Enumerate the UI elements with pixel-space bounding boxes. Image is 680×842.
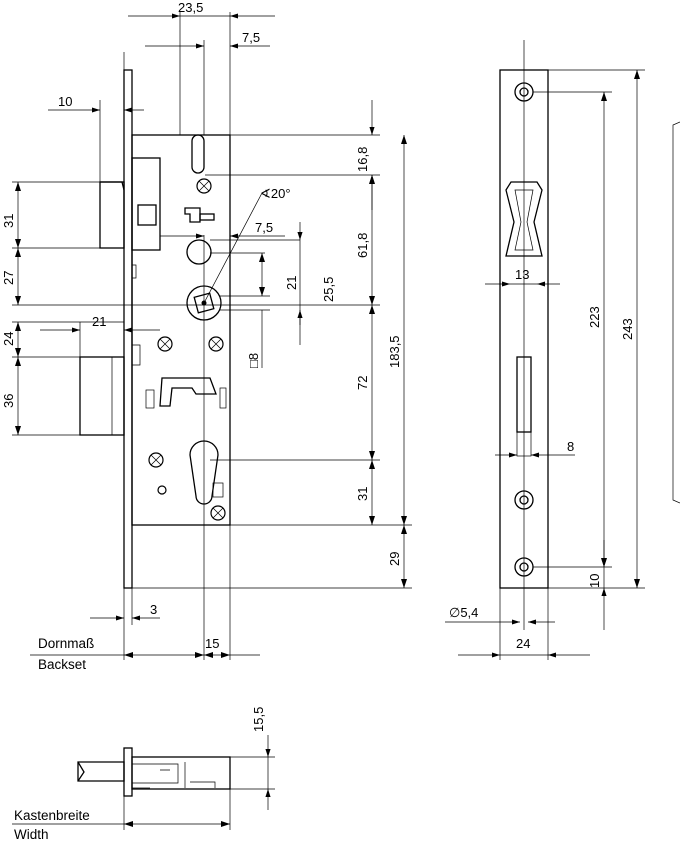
dim-72: 72 [355,376,370,390]
dim-31-right: 31 [355,487,370,501]
front-dimensions: 23,5 7,5 10 16,8 ∢20° 31 7,5 61,8 27 21 [1,0,407,672]
dim-15-5: 15,5 [251,707,266,732]
dim-10-plate: 10 [587,574,602,588]
side-case [131,756,231,790]
screw-icon [148,178,226,521]
dim-183-5: 183,5 [387,335,402,368]
dim-3: 3 [150,602,157,617]
cylinder-hole [189,440,219,505]
dim-16-8: 16,8 [355,147,370,172]
dim-27: 27 [1,271,16,285]
extension-lines [12,12,412,660]
slot-top [191,134,205,174]
strike-plate-view [499,40,549,630]
dim-21-latch: 21 [92,314,106,329]
dim-61-8: 61,8 [355,233,370,258]
label-width-de: Kastenbreite [14,808,90,823]
forend-plate [123,69,133,589]
dim-7-5-top: 7,5 [242,30,260,45]
side-dimensions: 15,5 Kastenbreite Width [12,707,271,842]
slot-mid [186,239,212,265]
hook-piece [184,207,201,223]
dim-23-5: 23,5 [178,0,203,15]
dim-13: 13 [515,267,529,282]
dim-10: 10 [58,94,72,109]
dim-angle-20: ∢20° [260,186,291,201]
dim-24-plate: 24 [516,636,530,651]
edge-mark [672,121,680,504]
dim-15: 15 [205,636,219,651]
dim-223: 223 [587,306,602,328]
dim-243: 243 [620,318,635,340]
dim-21-right: 21 [284,276,299,290]
deadbolt [79,356,125,436]
dim-24-left: 24 [1,332,16,346]
label-backset-de: Dornmaß [38,636,94,651]
side-latch [77,761,125,782]
dim-8: 8 [567,439,574,454]
side-forend [123,747,133,797]
strike-extension-lines [499,69,645,660]
dim-dia-5-4: ∅5,4 [449,605,478,620]
dim-square-8: □8 [246,353,261,368]
dim-29: 29 [387,552,402,566]
lock-front-view [79,69,231,589]
latch-housing [131,157,161,251]
dim-7-5-mid: 7,5 [255,220,273,235]
label-width-en: Width [14,827,49,842]
strike-hole-mid [514,490,534,510]
label-backset-en: Backset [38,657,86,672]
lock-side-view [77,747,231,797]
dim-25-5: 25,5 [321,277,336,302]
dim-36: 36 [1,394,16,408]
dim-31-left: 31 [1,214,16,228]
latch-bolt [99,181,125,249]
side-extension-lines [123,756,275,830]
lever-mechanism [159,377,217,407]
strike-dimensions: 13 223 243 8 10 ∅5,4 24 [445,70,640,658]
latch-opening [505,181,543,257]
